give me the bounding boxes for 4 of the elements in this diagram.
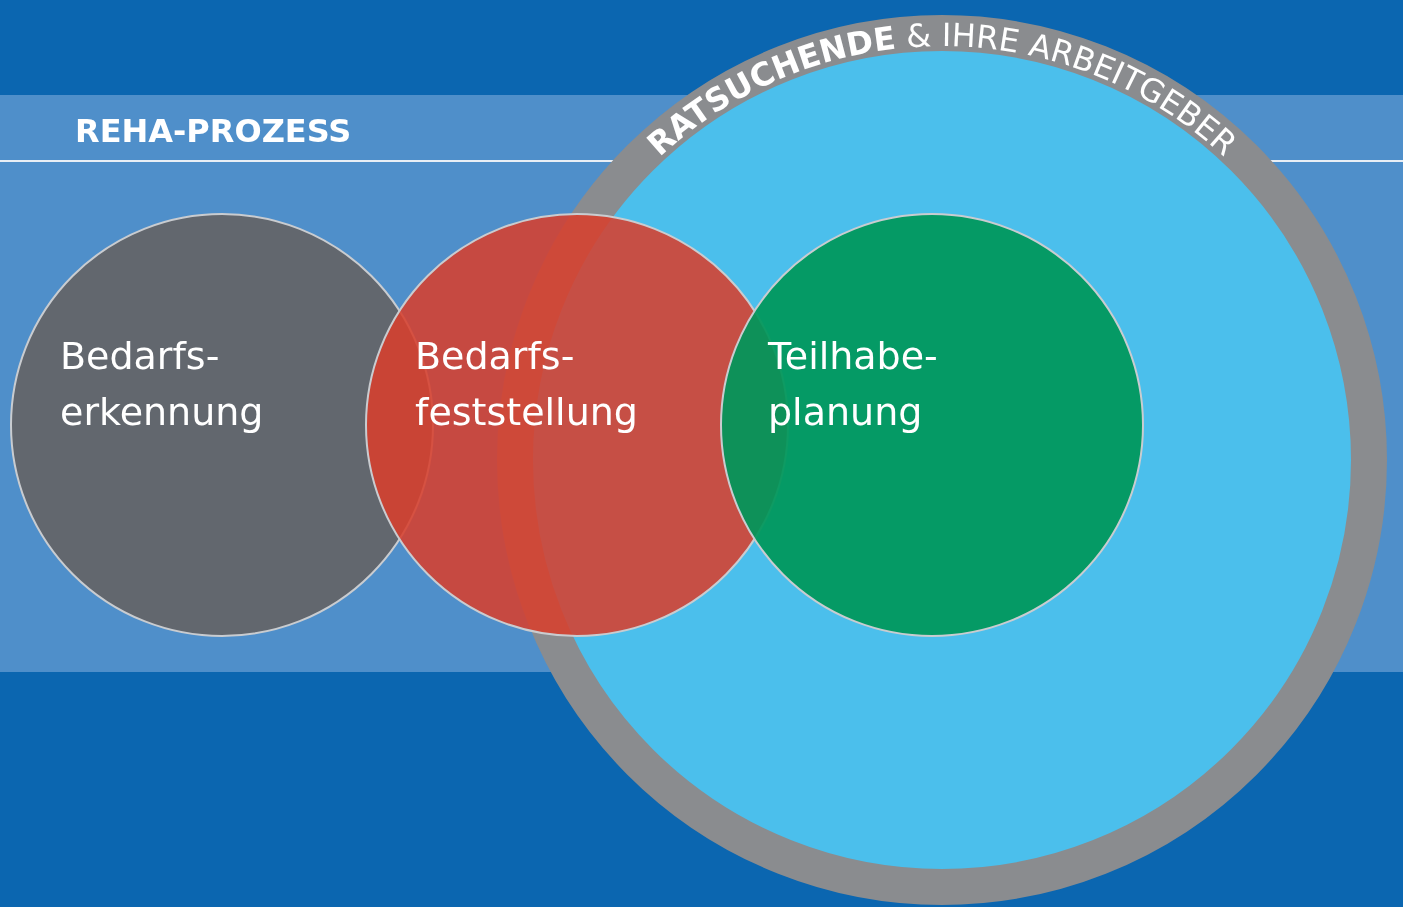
step-label: Bedarfs- feststellung [415, 333, 639, 436]
step-label: Teilhabe- planung [768, 333, 939, 436]
section-heading: REHA-PROZESS [75, 112, 352, 150]
step-label: Bedarfs- erkennung [60, 333, 265, 436]
